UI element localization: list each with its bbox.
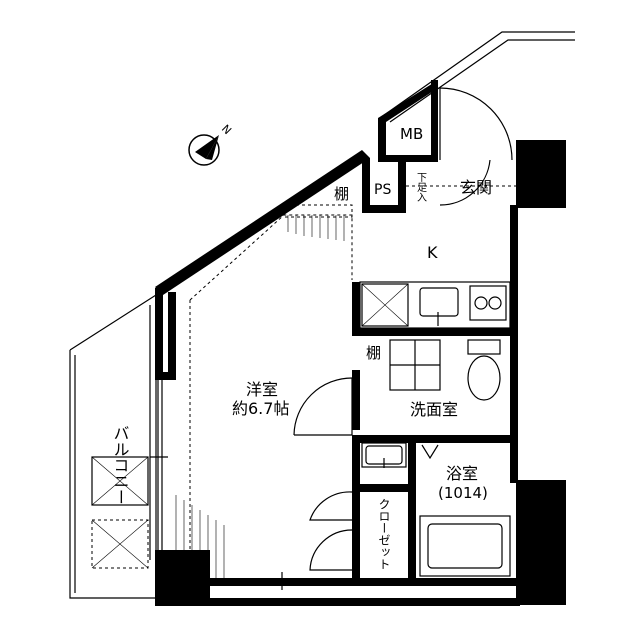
toilet	[467, 339, 501, 401]
hatch-bottom	[175, 495, 225, 578]
bathroom-size: (1014)	[438, 484, 488, 502]
western-room-label: 洋室	[246, 380, 278, 399]
compass-icon	[188, 134, 220, 166]
kitchen-counter	[359, 281, 511, 329]
ac-unit-1	[91, 456, 149, 506]
wash-basin	[361, 442, 407, 468]
kitchen-label: K	[427, 243, 438, 262]
door-closet	[309, 491, 353, 571]
bottom-window	[227, 572, 350, 590]
pipe-space-label: PS	[374, 182, 391, 198]
ac-unit-2	[91, 519, 149, 569]
upper-shelf-box	[283, 204, 353, 218]
walls	[155, 80, 566, 606]
compass-north-label: N	[219, 122, 234, 137]
balcony-label: バルコニー	[111, 425, 130, 505]
balcony-window	[150, 380, 168, 550]
washroom-label: 洗面室	[410, 400, 458, 419]
hatch-top	[287, 215, 345, 241]
bathroom-label: 浴室	[446, 464, 478, 483]
door-western	[293, 377, 353, 436]
balcony-outline	[69, 31, 575, 599]
upper-shelf-label: 棚	[334, 185, 349, 203]
washroom-shelf-label: 棚	[366, 344, 381, 362]
entrance-label: 玄関	[460, 178, 492, 197]
shoe-box-label: 下足入	[415, 172, 427, 202]
washing-machine	[389, 339, 441, 391]
door-entrance	[439, 87, 513, 206]
door-bath	[421, 444, 439, 460]
bathtub	[419, 515, 511, 577]
western-room-size: 約6.7帖	[232, 399, 289, 418]
meter-box-label: MB	[400, 125, 423, 143]
closet-label: クローゼット	[377, 498, 391, 570]
